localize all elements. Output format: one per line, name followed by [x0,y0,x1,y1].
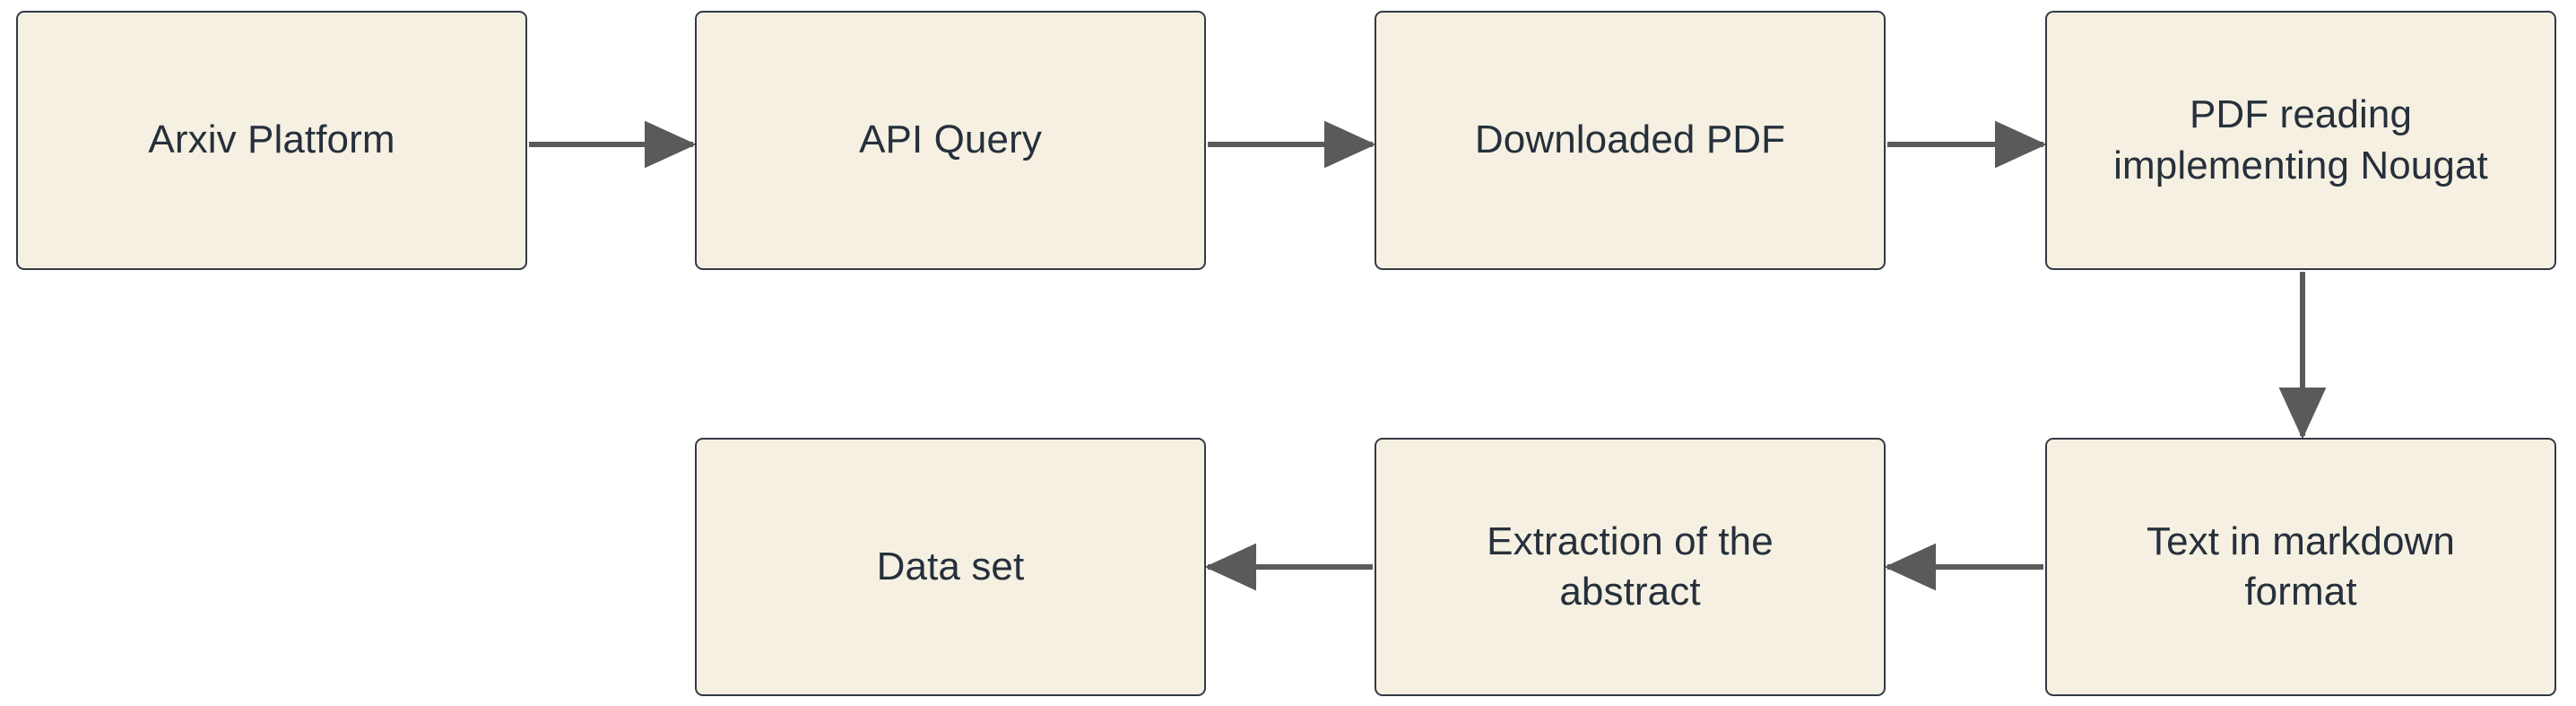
node-extraction-of-the-abstract[interactable]: Extraction of the abstract [1375,438,1886,696]
node-label: Extraction of the abstract [1487,519,1774,614]
node-label: Arxiv Platform [148,118,395,162]
node-label: Downloaded PDF [1474,118,1786,162]
node-arxiv-platform[interactable]: Arxiv Platform [16,11,527,270]
node-api-query[interactable]: API Query [695,11,1206,270]
node-label: API Query [859,118,1042,162]
node-text-in-markdown-format[interactable]: Text in markdown format [2045,438,2556,696]
node-label: PDF reading implementing Nougat [2113,92,2488,187]
node-pdf-reading-implementing-nougat[interactable]: PDF reading implementing Nougat [2045,11,2556,270]
node-label: Data set [876,544,1025,588]
node-data-set[interactable]: Data set [695,438,1206,696]
node-downloaded-pdf[interactable]: Downloaded PDF [1375,11,1886,270]
node-label: Text in markdown format [2147,519,2455,614]
